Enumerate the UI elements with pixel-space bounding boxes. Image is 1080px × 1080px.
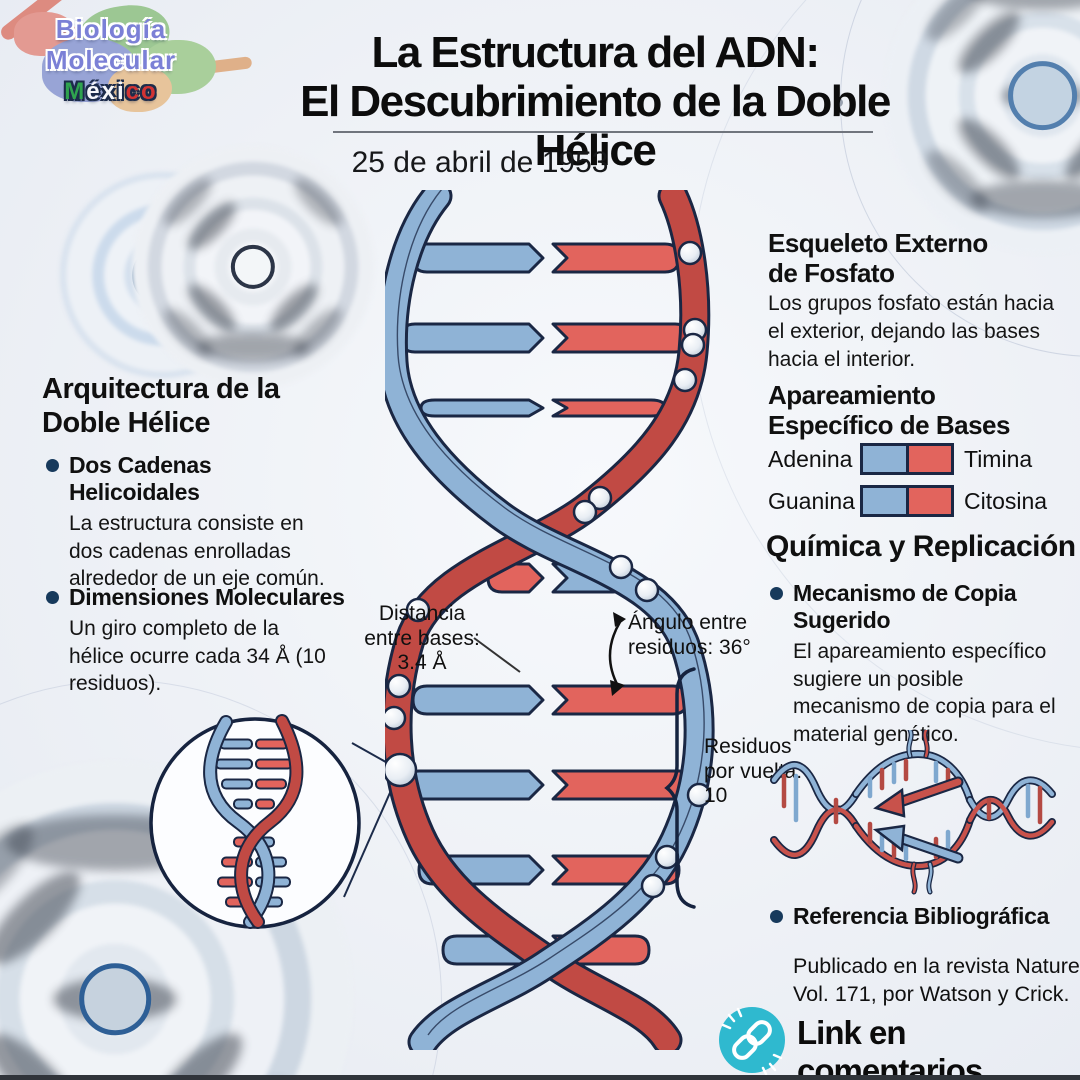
- dna-double-helix-illustration: [385, 190, 715, 1050]
- page-title-line1: La Estructura del ADN:: [371, 28, 820, 77]
- dna-replication-illustration: [770, 730, 1056, 895]
- section-heading-apareamiento: Apareamiento Específico de Bases: [768, 380, 1010, 440]
- logo-line-1: Biología: [55, 14, 167, 44]
- item-title: Mecanismo de Copia Sugerido: [793, 580, 1017, 633]
- page-title-line2: El Descubrimiento de la Doble Hélice: [300, 77, 891, 175]
- bullet-dot-icon: [46, 591, 59, 604]
- item-title: Dos Cadenas Helicoidales: [69, 452, 212, 505]
- section-heading-arquitectura: Arquitectura de la Doble Hélice: [42, 373, 280, 439]
- base-pair-swatch: [860, 485, 954, 517]
- item-body: La estructura consiste en dos cadenas en…: [69, 512, 325, 590]
- magnifier-inset-helix: [149, 714, 361, 929]
- base-pair-row: Adenina Timina: [768, 438, 1080, 480]
- reference-body: Publicado en la revista Nature, Vol. 171…: [793, 954, 1080, 1006]
- list-item-dos-cadenas: Dos Cadenas Helicoidales La estructura c…: [46, 452, 346, 593]
- base-pair-row: Guanina Citosina: [768, 480, 1080, 522]
- xray-diffraction-pattern-top-right: [885, 0, 1080, 253]
- footer-link-label[interactable]: Link en comentarios: [797, 1014, 983, 1080]
- background-dot: [834, 98, 843, 107]
- logo-line-2: Molecular: [45, 45, 177, 75]
- bullet-dot-icon: [46, 459, 59, 472]
- link-icon[interactable]: [712, 1000, 792, 1080]
- distance-pointer-line: [473, 637, 521, 673]
- annotation-distance: Distancia entre bases: 3.4 Å: [364, 602, 480, 674]
- page-title: La Estructura del ADN: El Descubrimiento…: [245, 28, 945, 175]
- brace-icon: [664, 667, 696, 909]
- item-title: Referencia Bibliográfica: [793, 903, 1050, 929]
- logo-mexico: México: [64, 78, 158, 105]
- title-divider: [333, 131, 873, 133]
- list-item-dimensiones: Dimensiones Moleculares Un giro completo…: [46, 584, 346, 698]
- logo-blob: [108, 66, 172, 112]
- bullet-dot-icon: [770, 910, 783, 923]
- bullet-dot-icon: [770, 587, 783, 600]
- phosphate-body: Los grupos fosfato están hacia el exteri…: [768, 292, 1055, 371]
- list-item-referencia: Referencia Bibliográfica: [770, 903, 1070, 930]
- item-body: Un giro completo de la hélice ocurre cad…: [69, 617, 326, 695]
- base-label: Timina: [964, 445, 1033, 472]
- section-heading-esqueleto: Esqueleto Externo de Fosfato: [768, 228, 988, 288]
- annotation-angle: Ángulo entre residuos: 36°: [628, 611, 751, 659]
- base-label: Guanina: [768, 487, 855, 514]
- angle-arrow-icon: [608, 612, 626, 696]
- base-pair-swatch: [860, 443, 954, 475]
- bottom-edge-bar: [0, 1075, 1080, 1080]
- xray-diffraction-pattern-gray: [132, 146, 374, 388]
- base-label: Adenina: [768, 445, 853, 472]
- list-item-mecanismo: Mecanismo de Copia Sugerido El apareamie…: [770, 580, 1070, 748]
- item-body: El apareamiento específico sugiere un po…: [793, 640, 1056, 746]
- date-subtitle: 25 de abril de 1953: [351, 146, 609, 179]
- section-heading-quimica: Química y Replicación: [766, 530, 1076, 563]
- item-title: Dimensiones Moleculares: [69, 584, 345, 610]
- base-pair-legend: Adenina Timina Guanina Citosina: [768, 438, 1080, 522]
- logo-biologia-molecular-mexico: Biología Molecular México: [0, 0, 253, 154]
- base-label: Citosina: [964, 487, 1048, 514]
